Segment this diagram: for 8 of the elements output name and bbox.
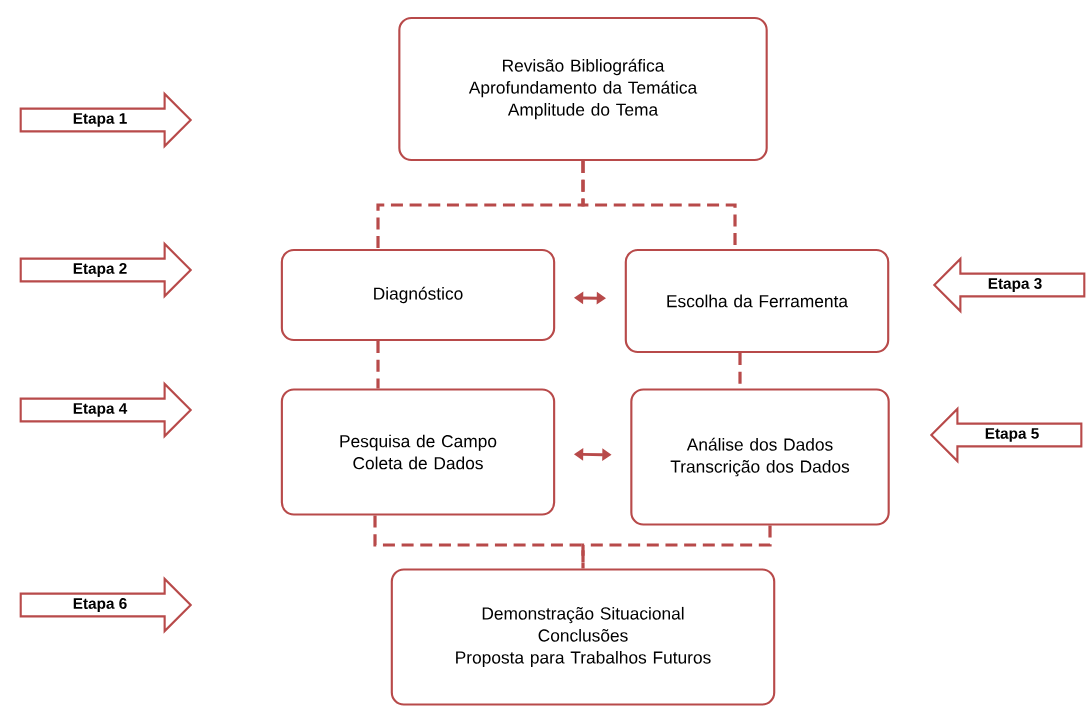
process-box: Pesquisa de Campo Coleta de Dados [280,388,556,516]
dashed-connector [581,525,772,569]
process-box: Escolha da Ferramenta [624,248,890,354]
process-box: Diagnóstico [280,248,556,342]
process-box: Análise dos Dados Transcrição dos Dados [630,388,890,526]
dashed-connector [376,341,380,389]
process-box: Demonstração Situacional Conclusões Proposta para Trabalhos Futuros [390,568,776,706]
process-box: Revisão Bibliográfica Aprofundamento da Temática Amplitude do Tema [398,16,768,162]
